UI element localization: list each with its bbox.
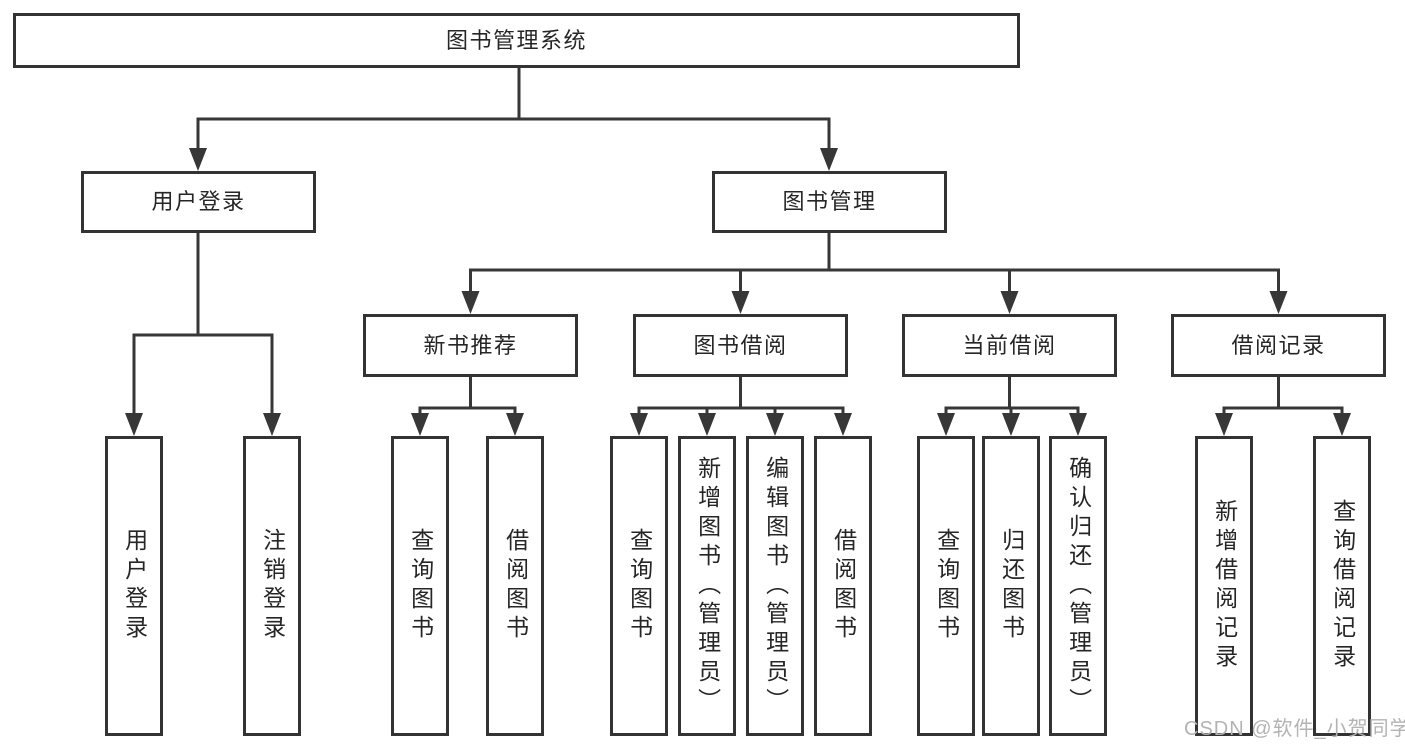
leaf-edit-books-admin-label: 编辑图书（管理员） <box>762 455 789 717</box>
leaf-add-borrow-record: 新增借阅记录 <box>1195 436 1253 736</box>
leaf-return-books: 归还图书 <box>982 436 1040 736</box>
leaf-query-books-current: 查询图书 <box>917 436 975 736</box>
leaf-logout: 注销登录 <box>243 436 301 736</box>
leaf-query-borrow-record-label: 查询借阅记录 <box>1329 499 1356 673</box>
leaf-confirm-return-admin-label: 确认归还（管理员） <box>1065 455 1092 717</box>
leaf-add-borrow-record-label: 新增借阅记录 <box>1211 499 1238 673</box>
leaf-borrow-books-recommend-label: 借阅图书 <box>502 528 529 644</box>
csdn-watermark: CSDN @软件_小贺同学 <box>1184 718 1405 740</box>
leaf-query-books-borrow-label: 查询图书 <box>626 528 653 644</box>
node-book-management-label: 图书管理 <box>782 189 877 214</box>
node-book-borrowing: 图书借阅 <box>633 314 848 377</box>
leaf-borrow-books-recommend: 借阅图书 <box>486 436 544 736</box>
leaf-confirm-return-admin: 确认归还（管理员） <box>1049 436 1107 736</box>
node-root-label: 图书管理系统 <box>445 27 587 53</box>
arrowhead-icons <box>125 148 1351 436</box>
node-borrowing-records: 借阅记录 <box>1171 314 1386 377</box>
node-new-book-recommendation: 新书推荐 <box>363 314 578 377</box>
leaf-user-login: 用户登录 <box>105 436 163 736</box>
tree-edges <box>132 68 1344 416</box>
leaf-query-books-current-label: 查询图书 <box>933 528 960 644</box>
leaf-logout-label: 注销登录 <box>259 528 286 644</box>
leaf-borrow-books: 借阅图书 <box>814 436 872 736</box>
leaf-edit-books-admin: 编辑图书（管理员） <box>746 436 804 736</box>
leaf-query-books-borrow: 查询图书 <box>610 436 668 736</box>
leaf-query-books-recommend: 查询图书 <box>391 436 449 736</box>
leaf-user-login-label: 用户登录 <box>121 528 148 644</box>
node-user-login-label: 用户登录 <box>151 189 246 214</box>
leaf-add-books-admin-label: 新增图书（管理员） <box>694 455 721 717</box>
node-borrowing-records-label: 借阅记录 <box>1231 332 1326 358</box>
node-root: 图书管理系统 <box>13 13 1020 68</box>
leaf-query-books-recommend-label: 查询图书 <box>407 528 434 644</box>
leaf-query-borrow-record: 查询借阅记录 <box>1313 436 1371 736</box>
node-user-login: 用户登录 <box>81 171 316 233</box>
node-current-borrowing-label: 当前借阅 <box>962 332 1057 358</box>
leaf-borrow-books-label: 借阅图书 <box>830 528 857 644</box>
node-current-borrowing: 当前借阅 <box>902 314 1117 377</box>
leaf-return-books-label: 归还图书 <box>998 528 1025 644</box>
node-new-book-recommendation-label: 新书推荐 <box>423 332 518 358</box>
leaf-add-books-admin: 新增图书（管理员） <box>678 436 736 736</box>
node-book-management: 图书管理 <box>712 171 947 233</box>
node-book-borrowing-label: 图书借阅 <box>693 332 788 358</box>
